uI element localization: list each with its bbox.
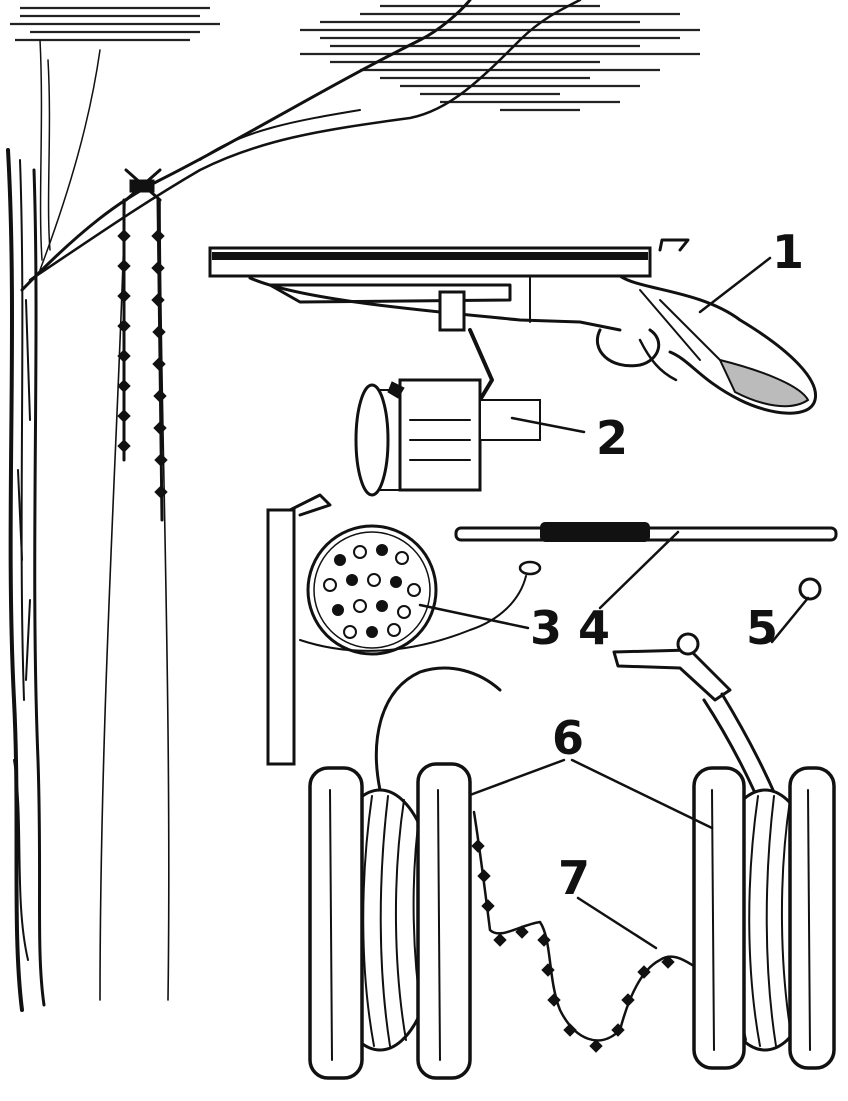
callout-6: 6 [552,711,584,765]
leader-4 [598,530,680,610]
callout-5: 5 [746,601,778,655]
leader-lines [418,256,810,950]
spool-right [692,766,836,1070]
sky-hatching-left [10,6,220,42]
ball [798,577,822,601]
leader-1 [698,256,772,314]
leader-5 [770,596,810,644]
leader-3 [418,603,530,630]
leader-7 [576,896,658,950]
fishing-reel [266,493,542,766]
hanging-chain-right [151,198,170,1001]
chain-clamp [124,168,162,202]
sky-hatching-right [300,4,700,112]
rod [454,522,838,542]
leader-6b [570,758,714,830]
callout-7: 7 [558,851,590,905]
reel-mount [354,328,541,497]
callout-1: 1 [772,225,804,279]
leader-6a [468,758,566,797]
hanging-chain-left [99,198,131,1001]
connecting-chain [471,810,696,1053]
reel-holes [323,544,421,639]
pistol [208,238,818,415]
callout-3: 3 [530,601,562,655]
spool-left [308,666,502,1080]
tree-branches [20,0,582,292]
tree-trunk [6,39,51,1012]
callout-4: 4 [578,601,610,655]
leader-2 [510,416,586,434]
callout-2: 2 [596,411,628,465]
